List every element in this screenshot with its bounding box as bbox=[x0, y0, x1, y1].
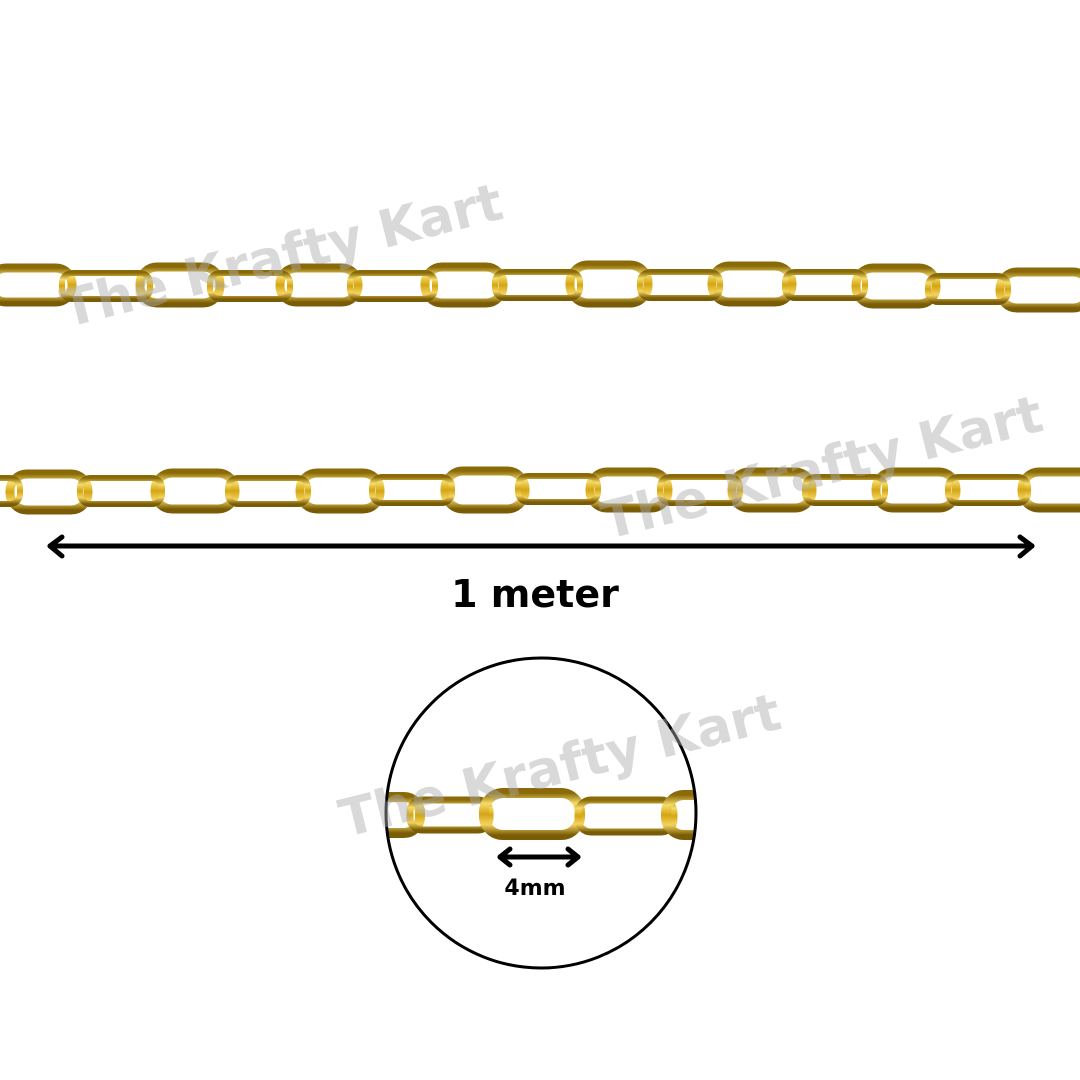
length-label: 1 meter bbox=[451, 572, 619, 616]
link-size-label: 4mm bbox=[504, 876, 566, 901]
chain-bottom bbox=[0, 466, 1080, 515]
size-arrow-icon bbox=[497, 846, 581, 868]
chain-top bbox=[0, 260, 1080, 313]
magnifier-loupe bbox=[384, 656, 698, 970]
length-arrow-icon bbox=[47, 534, 1035, 559]
